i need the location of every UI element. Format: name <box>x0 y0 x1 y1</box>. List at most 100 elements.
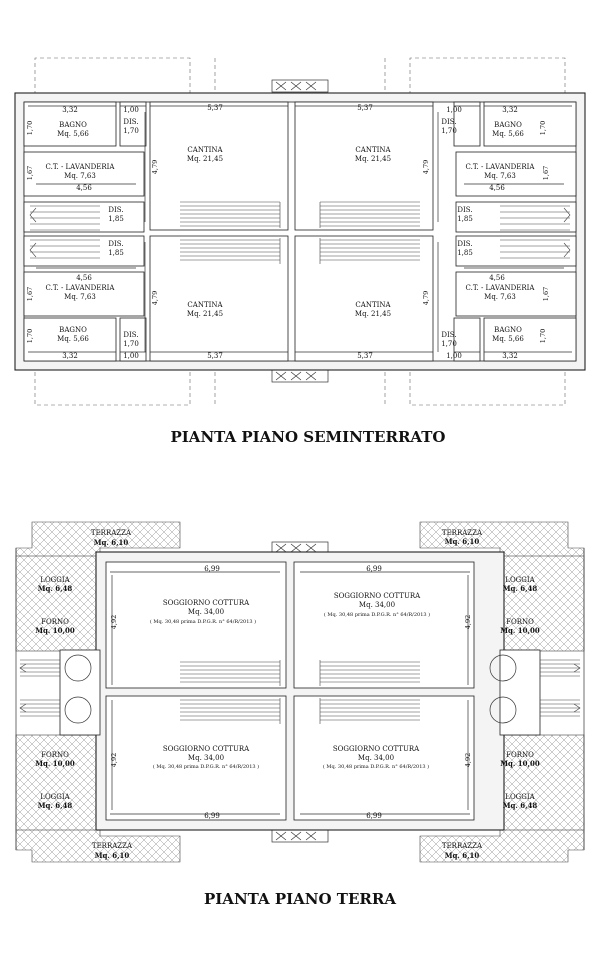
room-area: 1,85 <box>457 249 473 257</box>
dim-label: 3,32 <box>502 106 518 114</box>
dim-label: 3,32 <box>62 352 78 360</box>
dim-label: 1,00 <box>123 352 139 360</box>
room-label: DIS. <box>123 118 138 126</box>
room-area: Mq. 5,66 <box>492 335 524 343</box>
dim-label: 1,00 <box>446 352 462 360</box>
cantina-room <box>294 101 434 231</box>
room-area: Mq. 21,45 <box>355 310 391 318</box>
page-title: PIANTA PIANO SEMINTERRATO <box>171 428 446 446</box>
dim-label: 1,00 <box>123 106 139 114</box>
soggiorno-room <box>105 695 287 821</box>
room-area: Mq. 5,66 <box>57 130 89 138</box>
basement-plan: 3,32 1,00 5,37 5,37 1,00 3,32 1,70 1,70 … <box>14 57 586 406</box>
room-area: Mq. 6,48 <box>38 801 73 810</box>
room-area: Mq. 7,63 <box>484 293 516 301</box>
room-label: SOGGIORNO COTTURA <box>334 592 421 600</box>
room-area: Mq. 6,48 <box>38 584 73 593</box>
dim-label: 3,32 <box>502 352 518 360</box>
cantina-room <box>149 101 289 231</box>
room-label: TERRAZZA <box>92 842 133 850</box>
room-area: Mq. 10,00 <box>35 759 75 768</box>
dim-label: 1,70 <box>539 329 547 343</box>
dim-label: 4,56 <box>489 274 505 282</box>
room-area: 1,70 <box>441 340 457 348</box>
room-area: Mq. 10,00 <box>500 759 540 768</box>
room-label: CANTINA <box>187 301 223 309</box>
room-area: 1,70 <box>123 127 139 135</box>
room-note: ( Mq. 30,48 prima D.P.G.R. n° 64/R/2013 … <box>324 611 430 618</box>
room-label: SOGGIORNO COTTURA <box>163 745 250 753</box>
room-area: Mq. 5,66 <box>492 130 524 138</box>
room-area: Mq. 6,10 <box>445 851 480 860</box>
room-label: BAGNO <box>494 121 522 129</box>
room-area: Mq. 34,00 <box>188 754 224 762</box>
dim-label: 1,67 <box>26 287 34 301</box>
dim-label: 1,70 <box>26 121 34 135</box>
stair-icon <box>19 659 581 724</box>
room-area: 1,85 <box>457 215 473 223</box>
room-label: FORNO <box>41 751 69 759</box>
dim-label: 6,99 <box>366 812 382 820</box>
room-area: Mq. 10,00 <box>500 626 540 635</box>
room-label: C.T. - LAVANDERIA <box>46 163 116 171</box>
room-note: ( Mq. 30,48 prima D.P.G.R. n° 64/R/2013 … <box>323 763 429 770</box>
dim-label: 1,67 <box>542 166 550 180</box>
room-label: FORNO <box>41 618 69 626</box>
room-label: LOGGIA <box>40 576 70 584</box>
dim-label: 1,00 <box>446 106 462 114</box>
room-area: Mq. 7,63 <box>484 172 516 180</box>
dim-label: 4,92 <box>110 753 118 767</box>
room-label: CANTINA <box>355 301 391 309</box>
room-area: Mq. 6,48 <box>503 801 538 810</box>
loggia-area <box>15 734 101 831</box>
dim-label: 4,79 <box>422 291 430 305</box>
room-area: 1,85 <box>108 249 124 257</box>
room-area: Mq. 21,45 <box>355 155 391 163</box>
room-label: SOGGIORNO COTTURA <box>333 745 420 753</box>
dim-label: 6,99 <box>204 812 220 820</box>
room-area: Mq. 6,10 <box>445 537 480 546</box>
room-label: TERRAZZA <box>91 529 132 537</box>
room-label: DIS. <box>123 331 138 339</box>
room-area: Mq. 21,45 <box>187 155 223 163</box>
room-label: DIS. <box>441 331 456 339</box>
room-area: Mq. 10,00 <box>35 626 75 635</box>
room-label: C.T. - LAVANDERIA <box>466 284 536 292</box>
room-label: BAGNO <box>59 121 87 129</box>
room-label: CANTINA <box>355 146 391 154</box>
dim-label: 4,56 <box>76 274 92 282</box>
ground-plan: TERRAZZA Mq. 6,10 TERRAZZA Mq. 6,10 TERR… <box>15 521 585 863</box>
room-area: Mq. 5,66 <box>57 335 89 343</box>
dim-label: 6,99 <box>204 565 220 573</box>
room-area: Mq. 34,00 <box>358 754 394 762</box>
room-label: LOGGIA <box>505 793 535 801</box>
room-area: 1,85 <box>108 215 124 223</box>
dim-label: 4,56 <box>489 184 505 192</box>
dim-label: 1,67 <box>542 287 550 301</box>
soggiorno-room <box>105 561 287 689</box>
room-area: Mq. 6,10 <box>94 538 129 547</box>
cantina-room <box>149 235 289 362</box>
dim-label: 4,79 <box>151 160 159 174</box>
room-area: Mq. 34,00 <box>359 601 395 609</box>
dim-label: 4,56 <box>76 184 92 192</box>
dim-label: 4,92 <box>464 615 472 629</box>
dim-label: 1,67 <box>26 166 34 180</box>
loggia-area <box>499 734 585 831</box>
room-area: Mq. 7,63 <box>64 293 96 301</box>
room-label: DIS. <box>441 118 456 126</box>
page-title: PIANTA PIANO TERRA <box>204 890 396 908</box>
room-area: Mq. 6,10 <box>95 851 130 860</box>
room-area: 1,70 <box>123 340 139 348</box>
loggia-area <box>499 555 585 652</box>
room-label: C.T. - LAVANDERIA <box>46 284 116 292</box>
room-label: TERRAZZA <box>442 529 483 537</box>
dim-label: 4,79 <box>422 160 430 174</box>
room-area: Mq. 6,48 <box>503 584 538 593</box>
room-label: BAGNO <box>494 326 522 334</box>
dim-label: 5,37 <box>357 104 373 112</box>
room-note: ( Mq. 30,48 prima D.P.G.R. n° 64/R/2013 … <box>150 618 256 625</box>
dim-label: 6,99 <box>366 565 382 573</box>
room-label: CANTINA <box>187 146 223 154</box>
